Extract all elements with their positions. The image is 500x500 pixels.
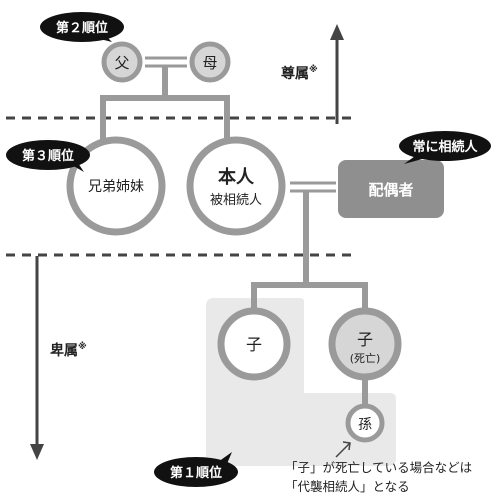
spouse-label: 配偶者 [368, 181, 413, 199]
descendant-label: 卑属※ [50, 341, 87, 359]
rank3-badge: 第３順位 [6, 140, 90, 172]
rank2-label: 第２順位 [56, 20, 108, 36]
child1-node [217, 307, 291, 381]
note-pointer-line [335, 442, 351, 458]
spouse-node [338, 160, 444, 218]
note-line-1: 「子」が死亡している場合などは [285, 460, 472, 475]
child2-node [328, 307, 402, 381]
siblings-node [66, 136, 166, 236]
ascendant-note-mark: ※ [309, 64, 318, 75]
self-label-sub: 被相続人 [210, 193, 262, 208]
ascendant-arrowhead [330, 24, 344, 40]
self-label-main: 本人 [218, 166, 255, 188]
siblings-label: 兄弟姉妹 [88, 179, 144, 195]
note-pointer-arrowhead [342, 441, 351, 451]
child1-label: 子 [246, 335, 262, 354]
mother-node [189, 41, 231, 83]
rank1-badge: 第１順位 [154, 452, 238, 487]
always-heir-label: 常に相続人 [412, 139, 478, 155]
descendant-arrowhead [30, 444, 44, 460]
self-node [186, 136, 286, 236]
descendant-note-mark: ※ [78, 341, 87, 352]
father-label: 父 [114, 54, 129, 72]
rank2-badge: 第２順位 [40, 12, 124, 42]
grandchild-label: 孫 [358, 417, 372, 433]
rank1-label: 第１順位 [170, 465, 222, 481]
always-heir-badge: 常に相続人 [399, 131, 491, 164]
rank3-label: 第３順位 [22, 148, 74, 164]
father-node [101, 41, 143, 83]
child2-label-sub: (死亡) [350, 351, 381, 365]
child2-label-main: 子 [357, 330, 373, 349]
grandchild-node [345, 403, 385, 443]
mother-label: 母 [202, 54, 217, 72]
ascendant-label: 尊属※ [281, 64, 318, 82]
ascendant-text: 尊属 [281, 65, 309, 82]
descendant-text: 卑属 [50, 342, 78, 359]
note-line-2: 「代襲相続人」となる [285, 479, 410, 494]
